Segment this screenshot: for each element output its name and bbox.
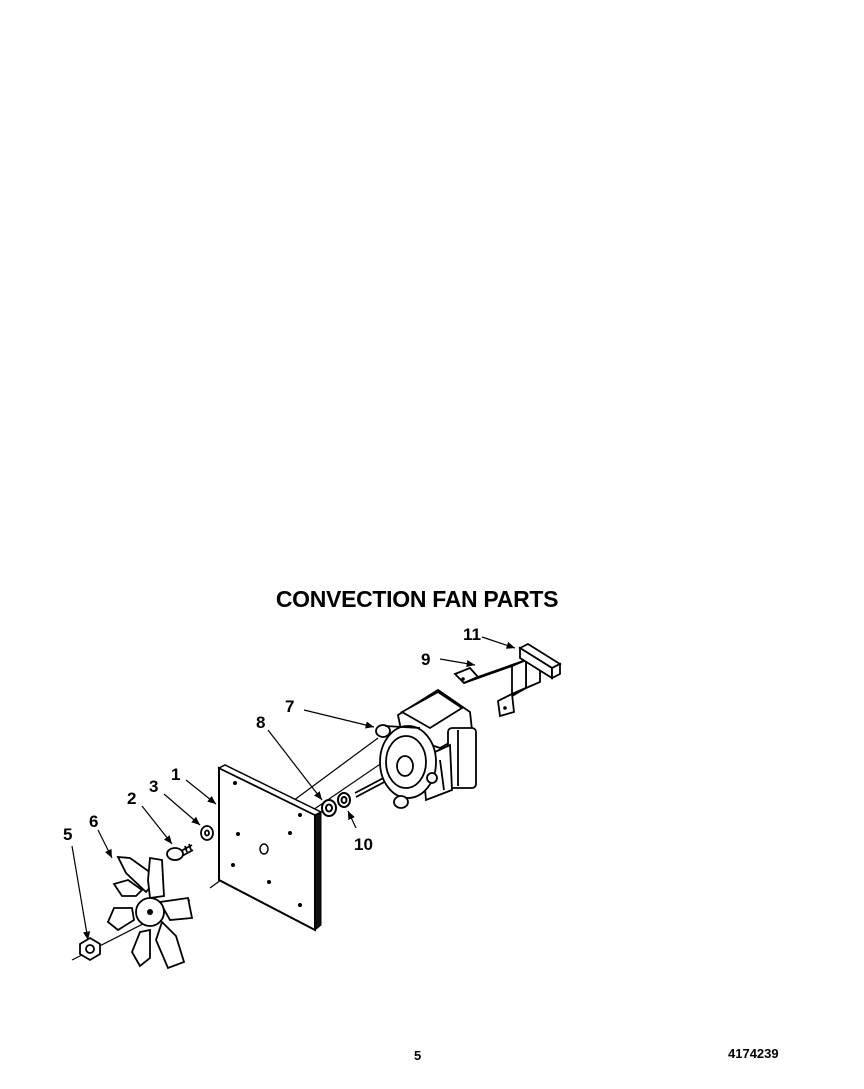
callout-8: 8 (256, 713, 265, 732)
insulation-pad (518, 642, 562, 680)
callout-10: 10 (354, 835, 373, 854)
callout-3: 3 (149, 777, 158, 796)
callout-9: 9 (421, 650, 430, 669)
callout-7: 7 (285, 697, 294, 716)
document-number: 4174239 (728, 1046, 779, 1061)
callout-2: 2 (127, 789, 136, 808)
leader-lines (71, 636, 516, 941)
fan-motor (354, 688, 477, 809)
page-title: CONVECTION FAN PARTS (275, 586, 559, 612)
fan-blade (106, 855, 194, 970)
plate-holes (231, 781, 302, 907)
callout-1: 1 (171, 765, 180, 784)
washer-pair (321, 792, 351, 817)
mounting-plate (217, 764, 323, 932)
lock-washer (200, 825, 214, 841)
callout-6: 6 (89, 812, 98, 831)
page-number: 5 (414, 1048, 422, 1063)
callout-5: 5 (63, 825, 72, 844)
fan-nut (79, 936, 101, 962)
callout-11: 11 (463, 625, 481, 644)
screw (166, 843, 194, 861)
